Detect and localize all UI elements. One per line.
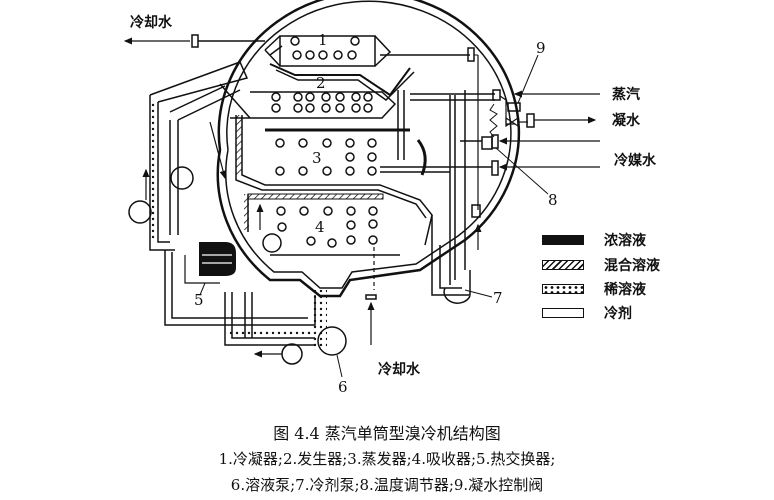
shell (216, 0, 521, 298)
refrigerant-pump (443, 287, 471, 304)
label-solution-pump-6: 6 (338, 378, 348, 396)
temperature-regulator (481, 136, 493, 150)
label-cooling-water-out: 冷却水 (130, 14, 173, 31)
label-chilled-water: 冷媒水 (614, 152, 657, 169)
label-temperature-regulator-8: 8 (548, 191, 558, 209)
figure-caption-title: 图 4.4 蒸汽单筒型溴冷机结构图 (273, 424, 501, 443)
legend-mixed: 混合溶液 (542, 255, 660, 275)
legend-label: 浓溶液 (604, 233, 646, 249)
label-absorber-4: 4 (315, 218, 325, 236)
legend-swatch-mixed (542, 260, 584, 270)
label-cooling-water-in: 冷却水 (378, 361, 421, 378)
heat-exchanger (199, 242, 236, 276)
label-condensate: 凝水 (612, 112, 641, 129)
label-condensate-valve-9: 9 (536, 39, 546, 57)
legend-swatch-dilute (542, 284, 584, 294)
label-refrigerant-pump-7: 7 (493, 289, 503, 307)
generator (219, 83, 397, 119)
legend-label: 稀溶液 (604, 282, 646, 298)
solution-pump (317, 326, 347, 356)
label-heat-exchanger-5: 5 (194, 291, 204, 309)
legend-dilute: 稀溶液 (542, 279, 646, 299)
legend-label: 冷剂 (604, 306, 632, 322)
legend-concentrated: 浓溶液 (542, 230, 646, 250)
label-condenser-1: 1 (318, 31, 328, 49)
tube-bundles (271, 36, 378, 248)
legend-refrigerant: 冷剂 (542, 303, 632, 323)
condenser (264, 35, 392, 67)
legend-label: 混合溶液 (604, 258, 660, 274)
label-generator-2: 2 (316, 74, 326, 92)
evaporator (235, 115, 433, 246)
label-evaporator-3: 3 (312, 149, 322, 167)
absorber (244, 193, 400, 256)
legend-swatch-concentrated (542, 235, 584, 245)
figure-caption-line1: 1.冷凝器;2.发生器;3.蒸发器;4.吸收器;5.热交换器; (218, 450, 556, 468)
label-steam: 蒸汽 (612, 86, 640, 103)
legend-swatch-refrigerant (542, 308, 584, 318)
figure-caption-line2: 6.溶液泵;7.冷剂泵;8.温度调节器;9.凝水控制阀 (230, 476, 544, 494)
